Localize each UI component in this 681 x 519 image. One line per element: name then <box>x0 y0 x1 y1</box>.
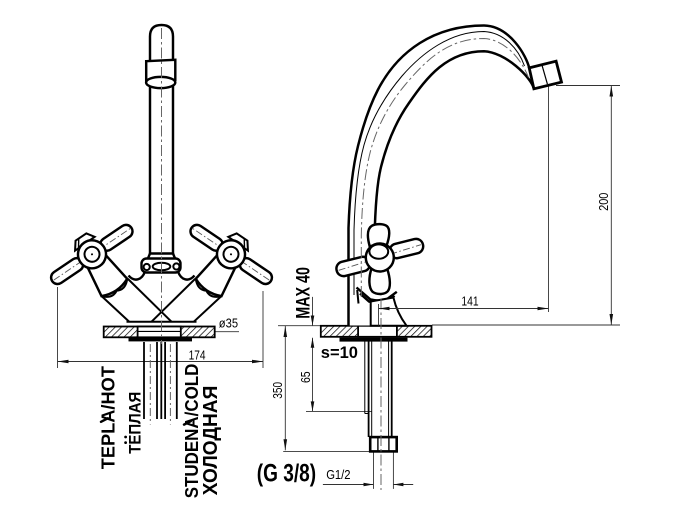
svg-text:ХОЛОДНАЯ: ХОЛОДНАЯ <box>200 386 223 496</box>
svg-text:STUDENA/COLD: STUDENA/COLD <box>181 363 202 498</box>
svg-text:MAX 40: MAX 40 <box>293 267 314 319</box>
svg-text:174: 174 <box>189 350 206 363</box>
svg-text:350: 350 <box>272 382 285 399</box>
svg-text:(G 3/8): (G 3/8) <box>257 459 316 487</box>
svg-text:200: 200 <box>596 192 611 211</box>
svg-text:G1/2: G1/2 <box>326 467 351 482</box>
svg-text:s=10: s=10 <box>321 343 358 362</box>
svg-text:141: 141 <box>461 296 478 309</box>
svg-text:ТЕПЛАЯ: ТЕПЛАЯ <box>126 392 145 454</box>
svg-text:ø35: ø35 <box>219 316 239 331</box>
svg-text:65: 65 <box>299 371 313 383</box>
